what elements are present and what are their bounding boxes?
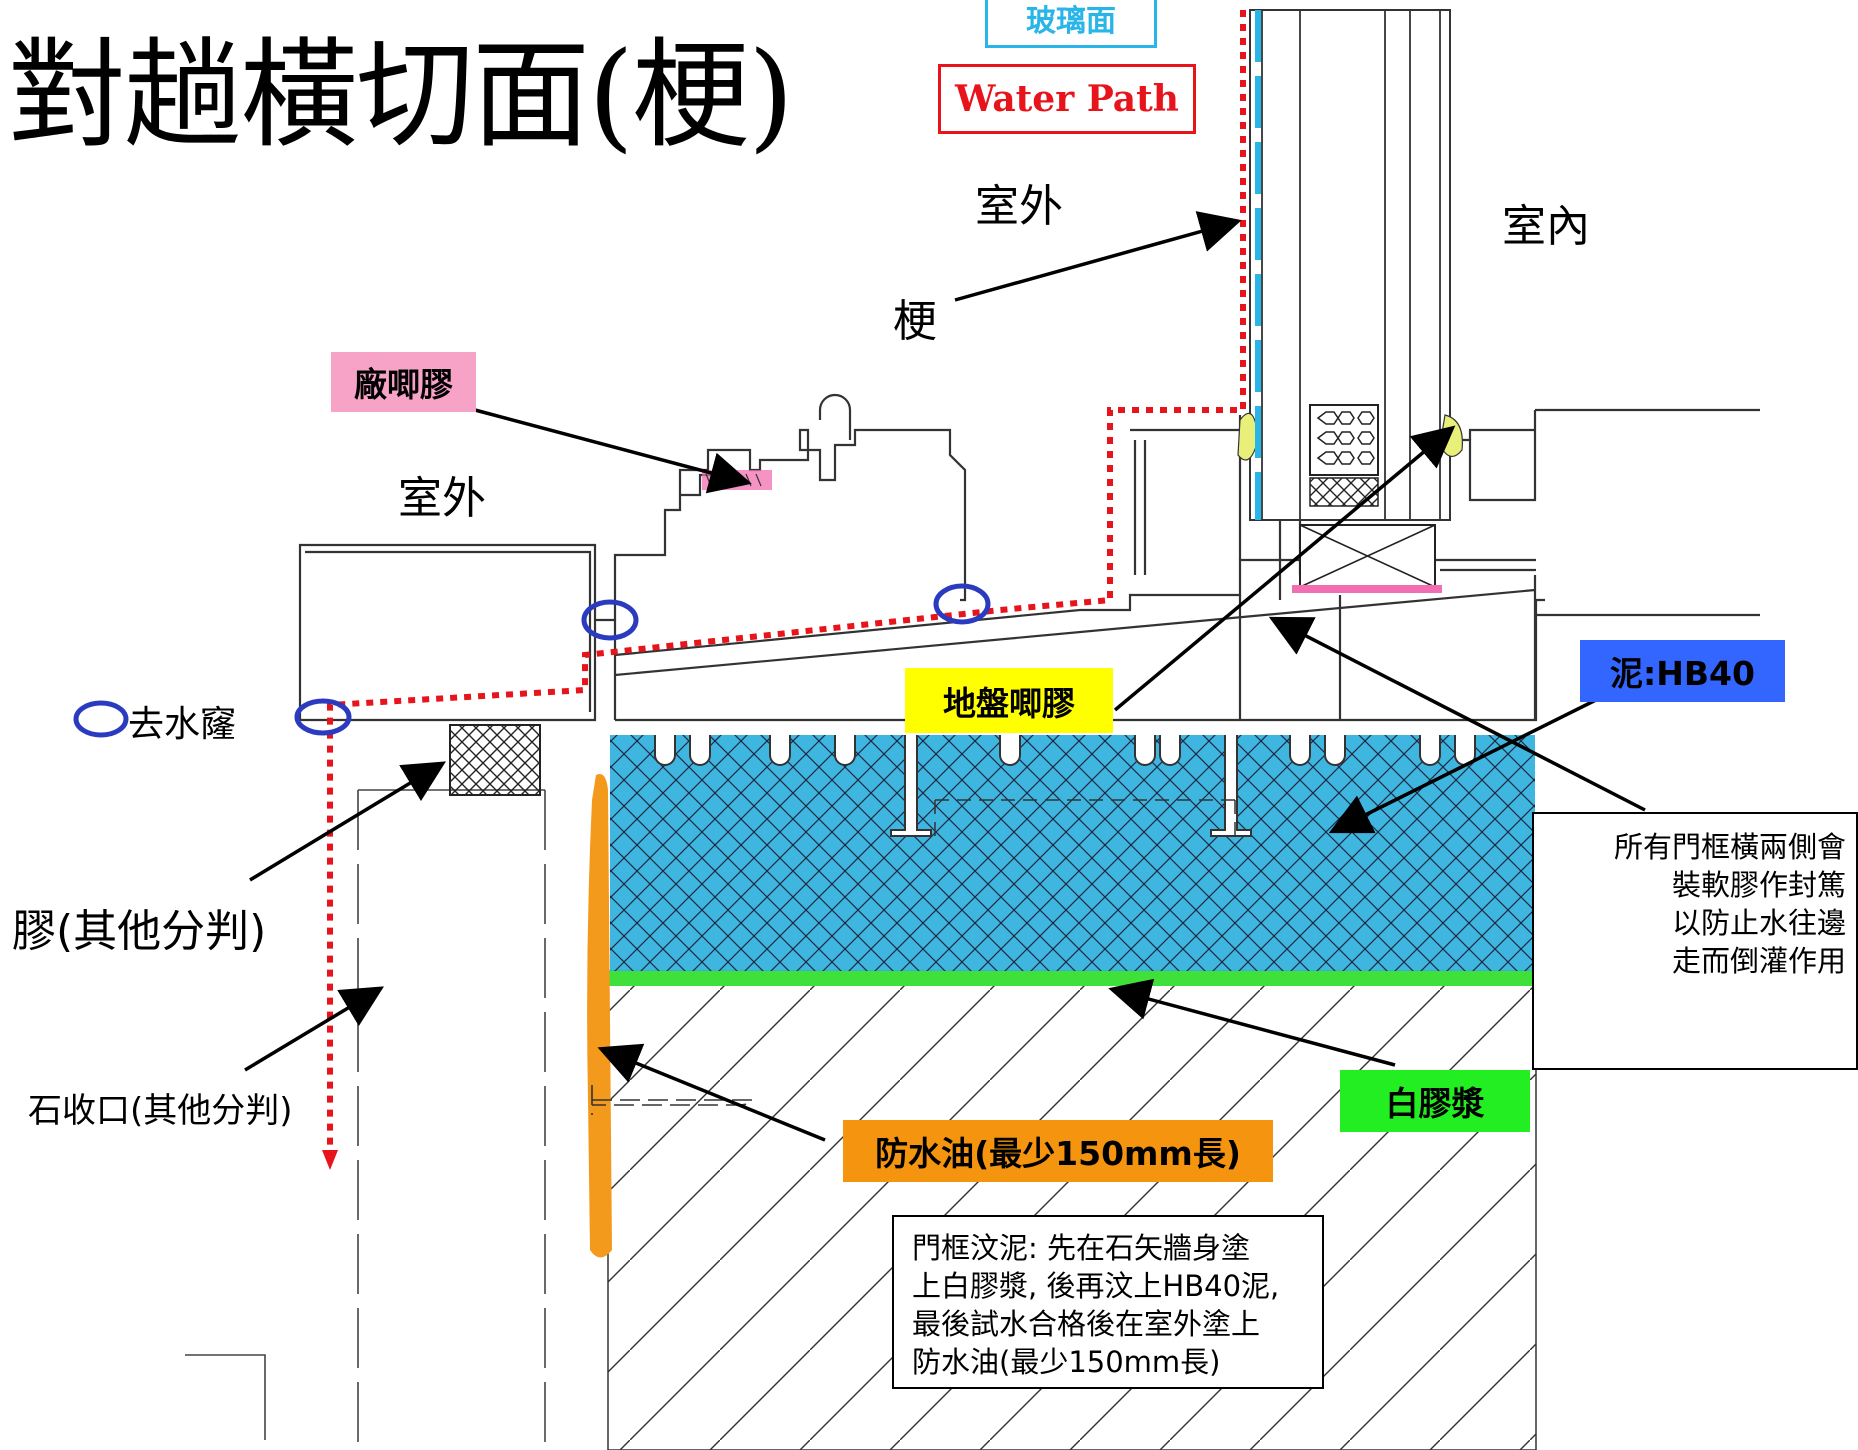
drain-hole-3 bbox=[933, 583, 991, 625]
water-path-arrowhead bbox=[322, 1150, 338, 1170]
tag-waterproof-paint: 防水油(最少150mm長) bbox=[843, 1120, 1273, 1182]
arrow-stone-edge bbox=[244, 986, 384, 1072]
arrow-floor-sealant bbox=[1113, 425, 1456, 712]
drain-hole-2 bbox=[581, 599, 639, 641]
note-grouting-line-3: 最後試水合格後在室外塗上 bbox=[912, 1307, 1261, 1341]
tag-factory-sealant: 廠唧膠 bbox=[331, 352, 476, 412]
white-slurry-layer bbox=[608, 970, 1536, 986]
drain-hole-markers bbox=[73, 583, 991, 738]
tag-floor-sealant: 地盤唧膠 bbox=[905, 668, 1113, 733]
hb40-mortar-bed bbox=[610, 735, 1535, 971]
label-outdoor-upper: 室外 bbox=[975, 181, 1063, 232]
legend-glass-face: 玻璃面 bbox=[985, 0, 1157, 48]
tag-white-slurry: 白膠漿 bbox=[1340, 1070, 1530, 1132]
label-sealant-others: 膠(其他分判) bbox=[12, 906, 267, 957]
backer-sealant bbox=[449, 724, 541, 796]
label-outdoor-left: 室外 bbox=[398, 473, 486, 524]
note-grouting-line-1: 門框汶泥: 先在石矢牆身塗 bbox=[912, 1231, 1250, 1265]
label-indoor: 室內 bbox=[1502, 201, 1590, 252]
label-stone-edge-others: 石收口(其他分判) bbox=[28, 1091, 293, 1131]
tag-mortar-hb40: 泥:HB40 bbox=[1580, 640, 1785, 702]
arrow-frame-side-note bbox=[1268, 616, 1646, 812]
arrow-white-slurry bbox=[1108, 978, 1396, 1067]
arrow-sealant-others bbox=[249, 761, 446, 882]
legend-glass-face-label: 玻璃面 bbox=[1026, 4, 1116, 39]
water-path bbox=[327, 10, 1246, 1150]
note-grouting-procedure: 門框汶泥: 先在石矢牆身塗 上白膠漿, 後再汶上HB40泥, 最後試水合格後在室… bbox=[892, 1215, 1324, 1389]
drain-hole-1 bbox=[294, 698, 352, 736]
label-mullion: 梗 bbox=[893, 296, 937, 347]
window-glazing-unit bbox=[1237, 9, 1463, 593]
arrow-mullion bbox=[954, 211, 1242, 302]
legend-drain-hole-icon bbox=[73, 700, 129, 738]
legend-drain-hole-label: 去水窿 bbox=[128, 704, 237, 745]
arrow-mortar bbox=[1328, 686, 1621, 834]
legend-water-path: Water Path bbox=[938, 64, 1196, 134]
note-frame-side-line-4: 走而倒灌作用 bbox=[1671, 944, 1846, 978]
note-grouting-line-2: 上白膠漿, 後再汶上HB40泥, bbox=[912, 1269, 1280, 1303]
note-frame-side-line-1: 所有門框橫兩側會 bbox=[1613, 830, 1846, 864]
note-frame-side-seal: 所有門框橫兩側會 裝軟膠作封篤 以防止水往邊 走而倒灌作用 bbox=[1532, 812, 1858, 1070]
legend-water-path-label: Water Path bbox=[955, 78, 1179, 120]
note-grouting-line-4: 防水油(最少150mm長) bbox=[912, 1345, 1221, 1379]
arrow-factory-sealant bbox=[474, 408, 752, 494]
note-frame-side-line-2: 裝軟膠作封篤 bbox=[1671, 868, 1846, 902]
arrow-waterproof bbox=[597, 1043, 826, 1142]
note-frame-side-line-3: 以防止水往邊 bbox=[1671, 906, 1846, 940]
page-title: 對趟橫切面(梗) bbox=[8, 26, 794, 164]
waterproof-paint-strip bbox=[587, 774, 612, 1258]
